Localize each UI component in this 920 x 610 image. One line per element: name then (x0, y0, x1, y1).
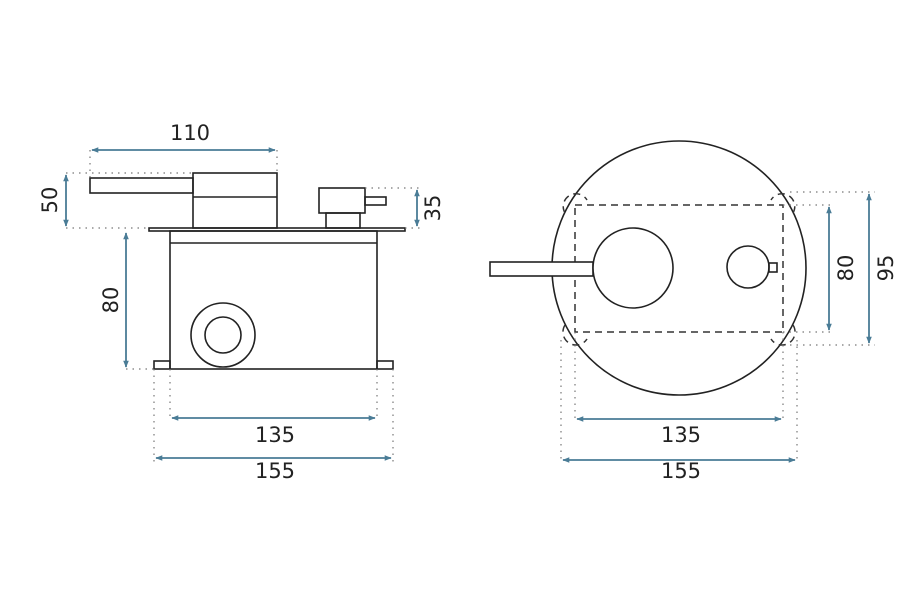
diverter-knob-front (726, 245, 770, 289)
diverter-knob (318, 187, 366, 214)
dim-label-155-front: 155 (661, 459, 701, 483)
diverter-pin-front (768, 262, 778, 273)
dim-label-80: 80 (99, 287, 123, 314)
dim-label-80-front: 80 (834, 255, 858, 282)
dim-label-135: 135 (255, 423, 295, 447)
extension-lines (66, 150, 420, 462)
diverter-stem (325, 212, 361, 229)
outlet-outer-ring (190, 302, 256, 368)
dim-label-50: 50 (38, 187, 62, 214)
front-view: 80 95 135 155 (489, 140, 898, 483)
lever-handle-front (489, 261, 594, 277)
concealed-box (169, 230, 378, 370)
dim-label-155: 155 (255, 459, 295, 483)
left-foot (153, 360, 171, 370)
right-foot (376, 360, 394, 370)
diverter-pin (364, 196, 387, 206)
side-view: 110 50 35 80 135 155 (38, 121, 445, 483)
extension-lines-front (560, 191, 875, 462)
lever-handle (89, 177, 194, 194)
outlet-inner-ring (204, 316, 242, 354)
dim-label-110: 110 (170, 121, 210, 145)
dim-label-35: 35 (421, 195, 445, 222)
dim-label-135-front: 135 (661, 423, 701, 447)
dim-label-95: 95 (874, 255, 898, 282)
mixer-body (192, 172, 278, 229)
main-knob (592, 227, 674, 309)
